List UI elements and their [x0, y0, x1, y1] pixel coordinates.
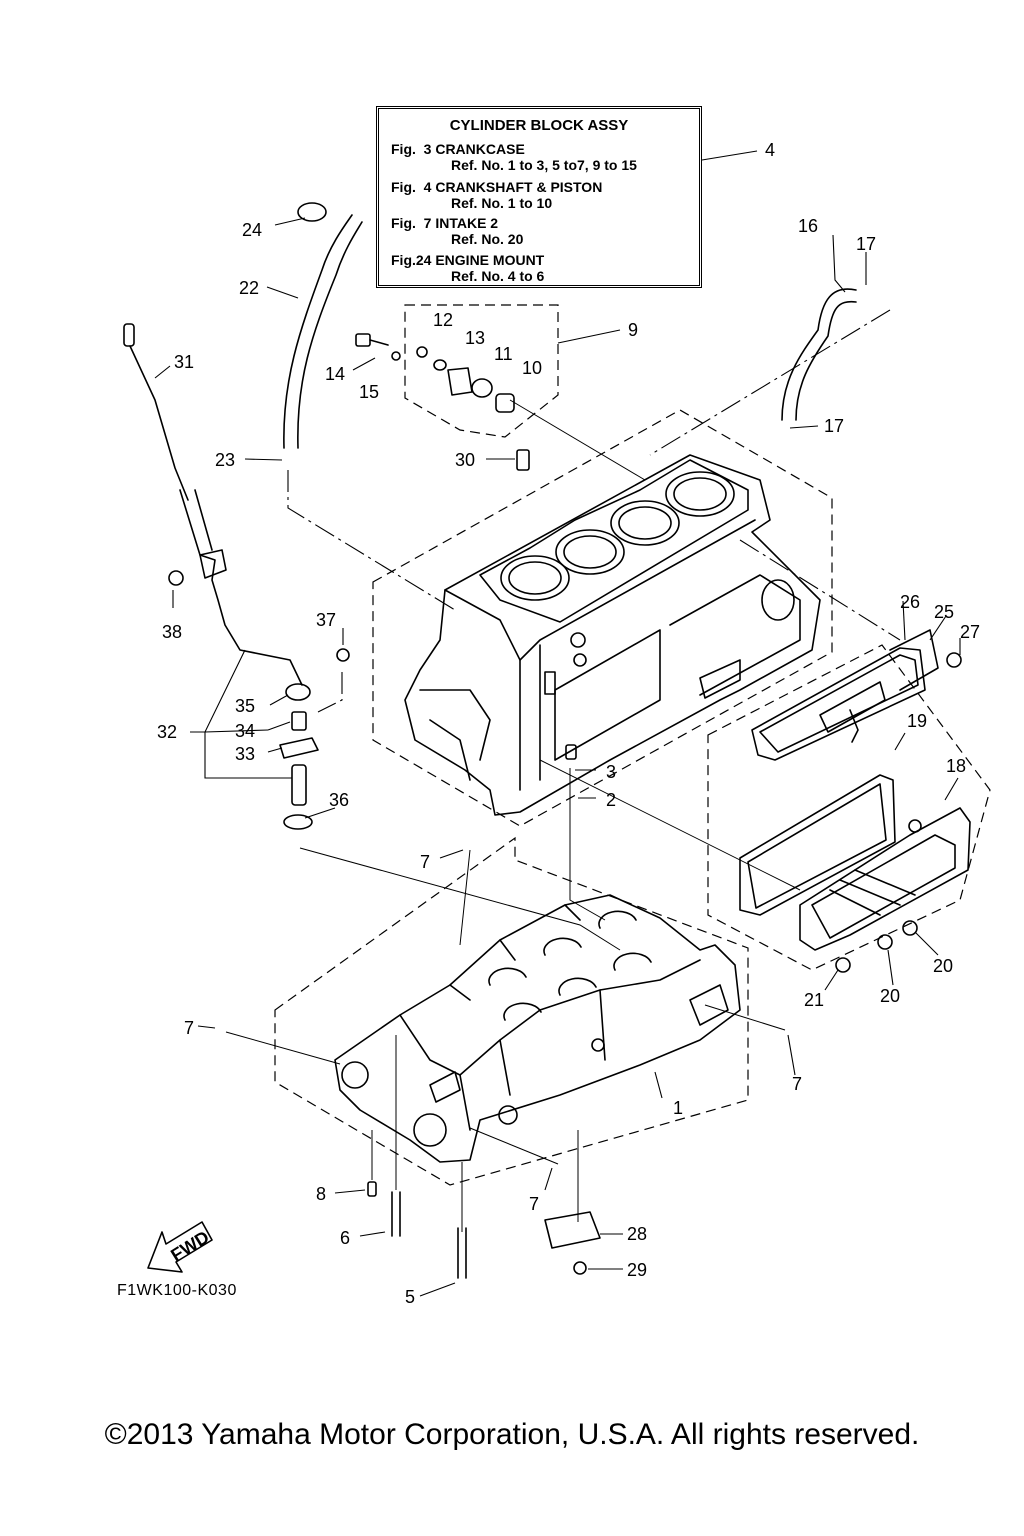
callout-4: 4 [765, 140, 775, 160]
callout-30: 30 [455, 450, 475, 470]
callout-13: 13 [465, 328, 485, 348]
cylinder-block [404, 454, 821, 816]
ref-fig-3: Fig. 3 CRANKCASE [391, 141, 525, 157]
manifold-26 [751, 647, 926, 761]
drawing-code: F1WK100-K030 [117, 1282, 237, 1299]
callout-33: 33 [235, 744, 255, 764]
callout-29: 29 [627, 1260, 647, 1280]
callout-26: 26 [900, 592, 920, 612]
callout-31: 31 [174, 352, 194, 372]
callout-32: 32 [157, 722, 177, 742]
cover-group-outline [707, 644, 991, 971]
callout-3: 3 [606, 762, 616, 782]
callout-7d: 7 [529, 1194, 539, 1214]
item9-parts [355, 333, 515, 413]
hose-16 [781, 288, 857, 421]
assembly-line-main [539, 759, 801, 891]
callout-21: 21 [804, 990, 824, 1010]
assembly-line-2 [569, 768, 606, 921]
callout-15: 15 [359, 382, 379, 402]
callout-35: 35 [235, 696, 255, 716]
fwd-label: FWD [167, 1227, 212, 1266]
dipstick-31 [123, 323, 189, 501]
callout-24: 24 [242, 220, 262, 240]
oil-fitting-parts [168, 570, 350, 830]
assembly-line-7c [469, 1127, 559, 1165]
fwd-arrow-icon: FWD [147, 1221, 213, 1273]
hose-22 [283, 214, 363, 449]
callout-10: 10 [522, 358, 542, 378]
reference-box: CYLINDER BLOCK ASSY Fig. 3 CRANKCASE Ref… [376, 106, 702, 288]
callout-14: 14 [325, 364, 345, 384]
copyright-notice: ©2013 Yamaha Motor Corporation, U.S.A. A… [104, 1418, 920, 1451]
ref-fig-24-refs: Ref. No. 4 to 6 [451, 268, 545, 284]
ref-fig-3-refs: Ref. No. 1 to 3, 5 to7, 9 to 15 [451, 157, 637, 173]
callout-19: 19 [907, 711, 927, 731]
callout-20b: 20 [880, 986, 900, 1006]
cover-gasket-19 [739, 774, 896, 916]
cylinder-block-group-outline [372, 409, 833, 827]
callout-12: 12 [433, 310, 453, 330]
assembly-line-7a [459, 849, 471, 946]
callout-18: 18 [946, 756, 966, 776]
callout-7c: 7 [792, 1074, 802, 1094]
assembly-line-7d [704, 1004, 786, 1031]
callout-8: 8 [316, 1184, 326, 1204]
ref-fig-4-refs: Ref. No. 1 to 10 [451, 195, 553, 211]
ref-fig-7-refs: Ref. No. 20 [451, 231, 524, 247]
callout-2: 2 [606, 790, 616, 810]
callout-38: 38 [162, 622, 182, 642]
callout-7b: 7 [184, 1018, 194, 1038]
centerline-oil-pipe [317, 672, 343, 713]
callout-1: 1 [673, 1098, 683, 1118]
callout-20a: 20 [933, 956, 953, 976]
assembly-line-36 [299, 847, 621, 951]
hose-clamp-24 [297, 202, 327, 222]
ref-fig-4: Fig. 4 CRANKSHAFT & PISTON [391, 179, 603, 195]
callout-11: 11 [494, 344, 513, 364]
callout-6: 6 [340, 1228, 350, 1248]
callout-labels: 1 2 3 4 5 6 7 7 7 7 8 9 10 11 12 13 14 1… [157, 140, 980, 1307]
callout-23: 23 [215, 450, 235, 470]
callout-27: 27 [960, 622, 980, 642]
callout-9: 9 [628, 320, 638, 340]
item9-group-outline [404, 304, 559, 438]
callout-36: 36 [329, 790, 349, 810]
ref-fig-7: Fig. 7 INTAKE 2 [391, 215, 499, 231]
callout-leaders [154, 150, 961, 1297]
dipstick-guide-32 [179, 489, 303, 686]
crankcase [334, 894, 741, 1163]
crankcase-group-outline [274, 836, 749, 1186]
assembly-line-7b [225, 1031, 341, 1065]
cover-18 [799, 807, 971, 951]
callout-5: 5 [405, 1287, 415, 1307]
centerline-hose-23 [287, 470, 456, 611]
callout-7a: 7 [420, 852, 430, 872]
callout-17b: 17 [824, 416, 844, 436]
callout-28: 28 [627, 1224, 647, 1244]
callout-34: 34 [235, 721, 255, 741]
callout-37: 37 [316, 610, 336, 630]
callout-16: 16 [798, 216, 818, 236]
callout-25: 25 [934, 602, 954, 622]
centerline-hose-16 [649, 309, 891, 456]
assembly-line-9 [509, 399, 646, 481]
centerline-cover-19 [739, 539, 901, 641]
gasket-25 [889, 629, 939, 691]
callout-22: 22 [239, 278, 259, 298]
reference-box-title: CYLINDER BLOCK ASSY [449, 117, 629, 134]
pins-and-bolts [367, 449, 962, 1279]
ref-fig-24: Fig.24 ENGINE MOUNT [391, 252, 545, 268]
callout-17a: 17 [856, 234, 876, 254]
